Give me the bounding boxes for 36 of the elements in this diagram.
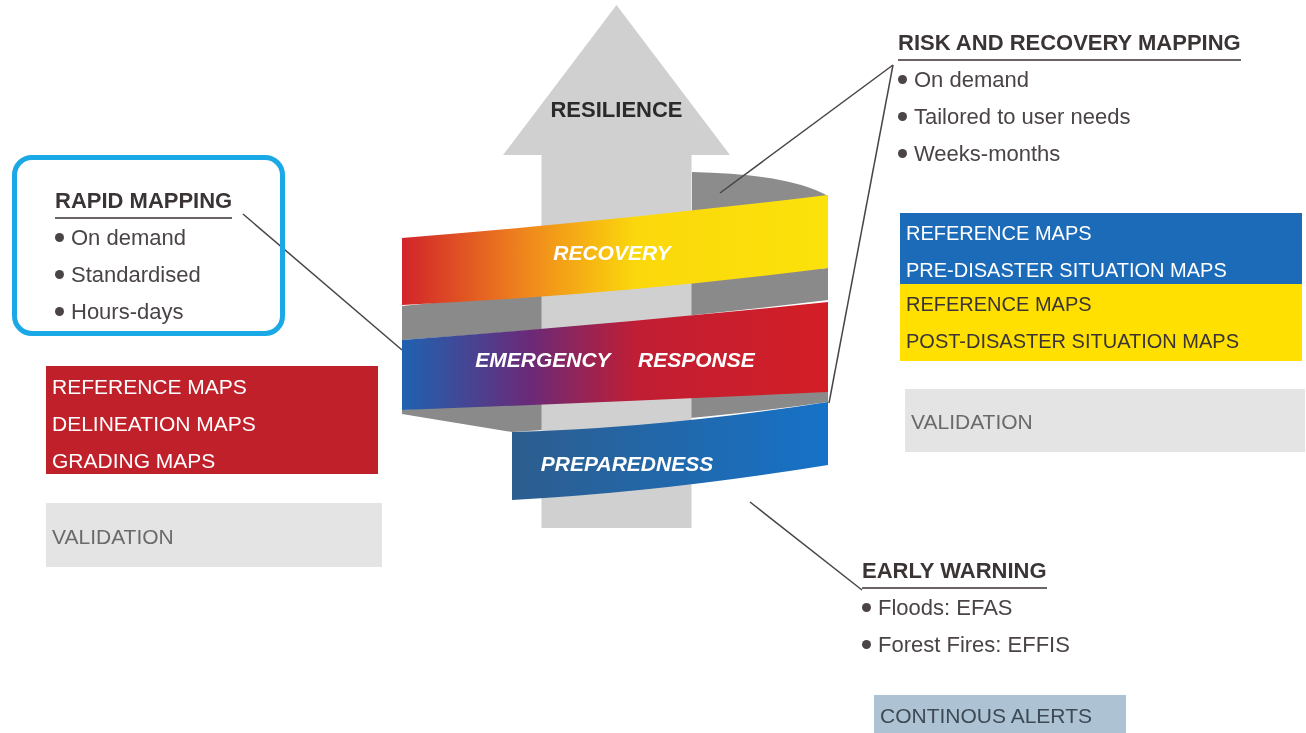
leader-line <box>242 213 403 351</box>
section-heading: EARLY WARNING <box>862 558 1047 589</box>
list-item: Tailored to user needs <box>914 103 1131 130</box>
list-item: Forest Fires: EFFIS <box>878 631 1070 658</box>
leader-line <box>749 501 863 591</box>
rapid-mapping-panel <box>12 155 285 336</box>
arrow-label: RESILIENCE <box>550 97 683 123</box>
list-item: Weeks-months <box>914 140 1061 167</box>
validation-box <box>46 503 382 567</box>
list-item: Floods: EFAS <box>878 594 1013 621</box>
section-heading: RAPID MAPPING <box>55 188 233 219</box>
phase-label: EMERGENCY RESPONSE <box>475 348 755 372</box>
map-type-label: GRADING MAPS <box>51 448 217 474</box>
list-item: On demand <box>71 224 186 251</box>
map-type-label: DELINEATION MAPS <box>51 411 257 437</box>
list-item: Hours-days <box>71 298 184 325</box>
validation-label: VALIDATION <box>51 523 174 550</box>
map-type-label: REFERENCE MAPS <box>905 292 1093 317</box>
phase-label: RECOVERY <box>553 241 671 265</box>
list-item: Standardised <box>71 261 201 288</box>
validation-label: VALIDATION <box>910 409 1033 435</box>
list-item: On demand <box>914 66 1029 93</box>
map-box <box>900 213 1302 284</box>
map-type-label: REFERENCE MAPS <box>51 374 248 400</box>
leader-line <box>719 64 894 194</box>
validation-box <box>905 389 1305 452</box>
phase-label: PREPAREDNESS <box>540 452 714 476</box>
map-type-label: REFERENCE MAPS <box>905 221 1093 246</box>
alert-box <box>874 695 1126 733</box>
map-type-label: POST-DISASTER SITUATION MAPS <box>905 329 1240 354</box>
section-heading: RISK AND RECOVERY MAPPING <box>898 30 1241 61</box>
map-box <box>900 284 1302 361</box>
leader-line <box>828 64 894 404</box>
map-box <box>46 366 378 474</box>
alert-label: CONTINOUS ALERTS <box>879 702 1092 729</box>
map-type-label: PRE-DISASTER SITUATION MAPS <box>905 258 1228 283</box>
